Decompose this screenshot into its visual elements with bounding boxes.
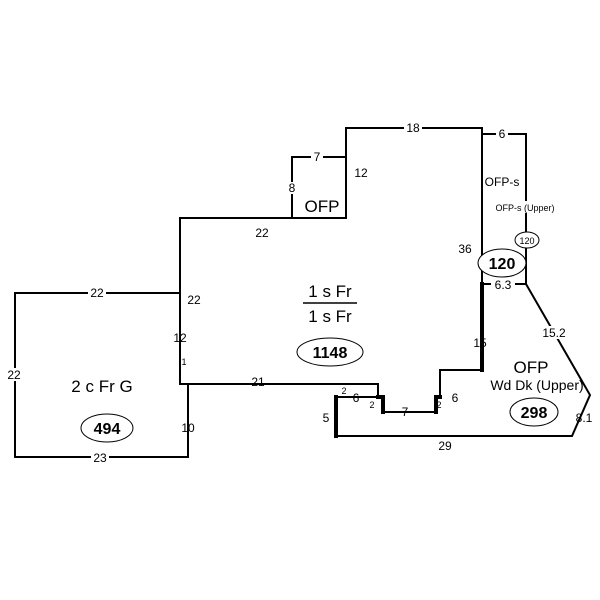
- dim-garage-top: 22: [90, 286, 104, 300]
- garage-name: 2 c Fr G: [71, 377, 132, 396]
- dim-bottom-run-a: 6: [353, 391, 360, 405]
- dim-deck-diag: 15.2: [542, 326, 566, 340]
- main-sqft-oval: [296, 337, 364, 367]
- garage-sqft: 494: [94, 421, 121, 438]
- ofp-top-name: OFP: [305, 197, 340, 216]
- area-labels: 2 c Fr G 494 1 s Fr 1 s Fr 1148 OFP OFP-…: [71, 175, 584, 443]
- dim-screen-bottom: 6.3: [495, 278, 512, 292]
- deck-subname: Wd Dk (Upper): [490, 377, 583, 393]
- dim-main-left-mid: 12: [173, 331, 187, 345]
- dim-bottom-jog-a: 2: [341, 386, 346, 396]
- dim-bottom-jog-c: 2: [436, 400, 441, 410]
- main-house-outline: [179, 127, 483, 413]
- dim-deck-end: 8.1: [576, 411, 593, 425]
- dim-deck-bottom: 29: [438, 439, 452, 453]
- deck-sqft-oval: [509, 397, 559, 427]
- screened-small-oval: [514, 231, 540, 249]
- main-name-top: 1 s Fr: [308, 282, 352, 301]
- dim-garage-bottom: 23: [93, 451, 107, 465]
- screened-sqft-oval: [477, 248, 527, 278]
- dim-bottom-run-c: 6: [452, 391, 459, 405]
- screened-sqft: 120: [489, 256, 516, 273]
- deck-name: OFP: [514, 358, 549, 377]
- dimension-labels: 22 22 23 10 1 22 22 12 21 7 8 12 18 36 6…: [5, 121, 593, 465]
- dim-screen-top: 6: [499, 127, 506, 141]
- main-name-bottom: 1 s Fr: [308, 307, 352, 326]
- dim-main-bottom-left: 21: [251, 375, 265, 389]
- dim-main-left-lower: 22: [255, 226, 269, 240]
- dim-bottom-run-b: 7: [402, 405, 409, 419]
- dim-main-right: 36: [458, 242, 472, 256]
- screened-small-sqft: 120: [519, 236, 534, 246]
- dim-main-right-step: 12: [354, 166, 368, 180]
- dim-main-top: 18: [406, 121, 420, 135]
- main-sqft: 1148: [313, 345, 348, 362]
- dim-main-right-lower: 15: [473, 336, 487, 350]
- screened-upper-name: OFP-s (Upper): [495, 203, 554, 213]
- garage-sqft-oval: [80, 413, 134, 443]
- dim-garage-left: 22: [7, 368, 21, 382]
- dim-ofp-top-height: 8: [289, 181, 296, 195]
- dim-bottom-step-left: 5: [323, 411, 330, 425]
- deck-sqft: 298: [521, 405, 548, 422]
- dim-bottom-jog-b: 2: [369, 400, 374, 410]
- dim-garage-step: 1: [181, 357, 186, 367]
- dim-ofp-top-width: 7: [314, 150, 321, 164]
- dim-main-left-upper: 22: [187, 293, 201, 307]
- dim-garage-right: 10: [181, 421, 195, 435]
- screened-name: OFP-s: [485, 175, 520, 189]
